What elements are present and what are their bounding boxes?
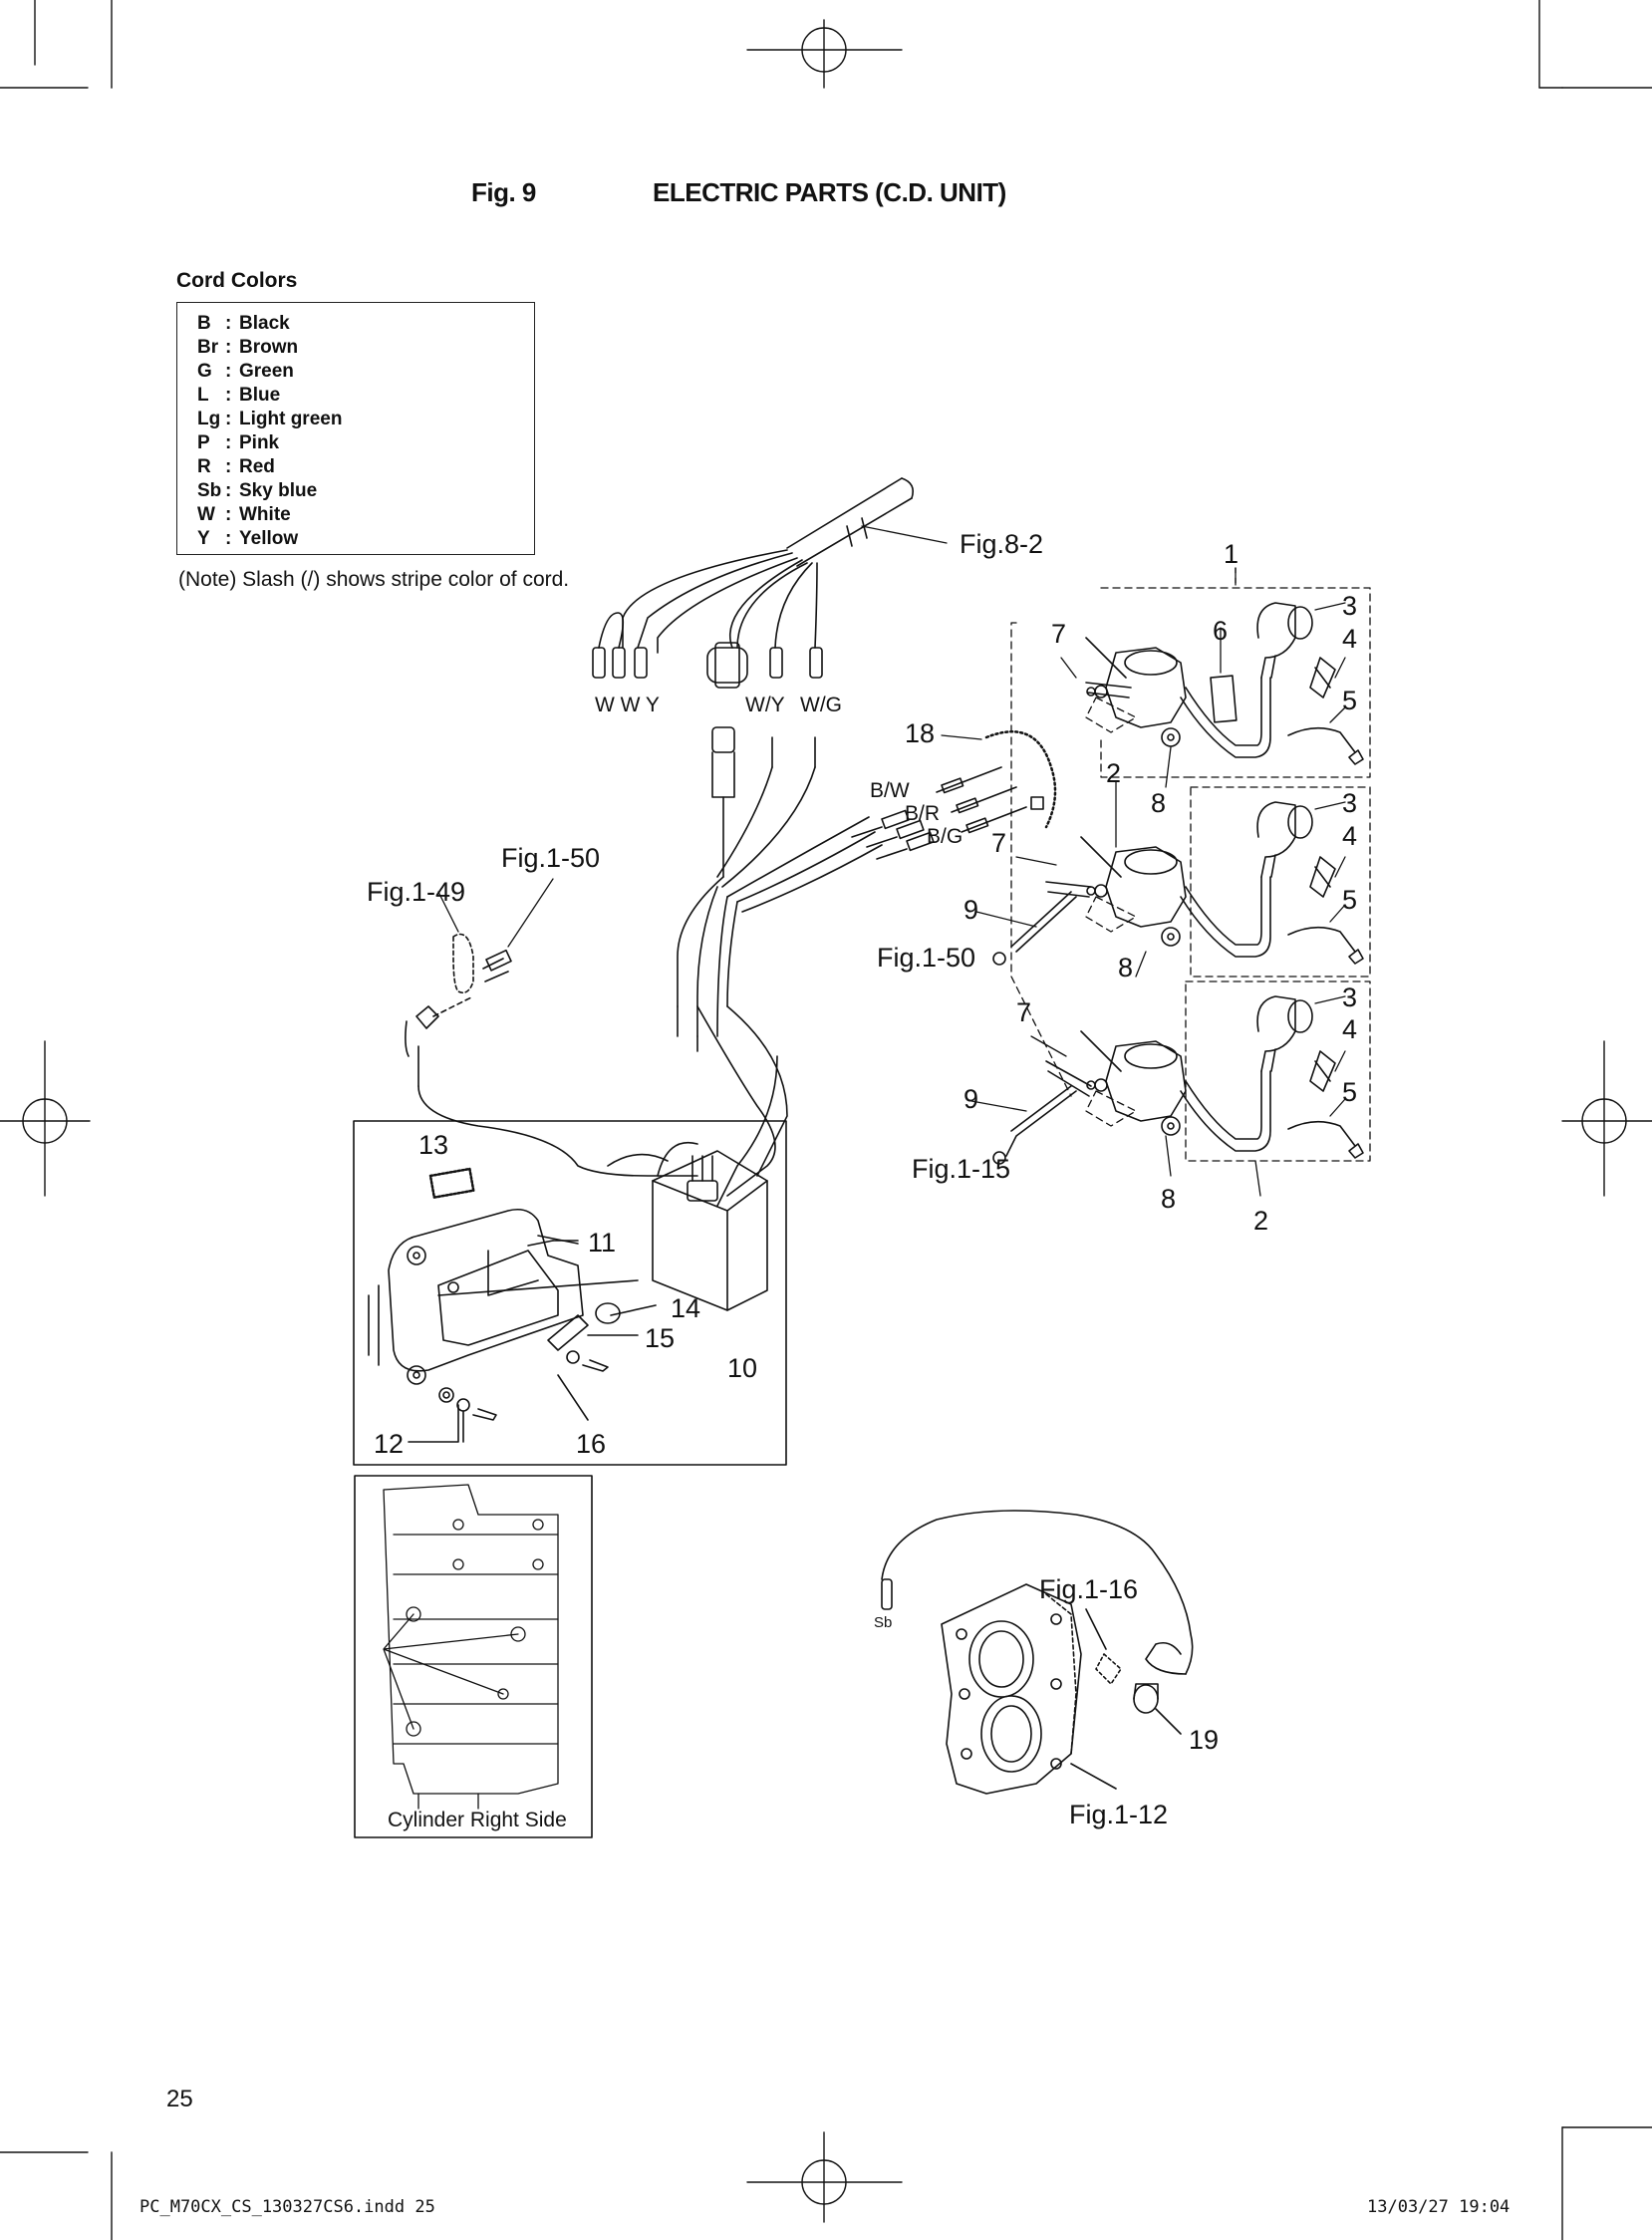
- ignition-coil-1: [1085, 602, 1364, 765]
- figure-title: ELECTRIC PARTS (C.D. UNIT): [653, 177, 1006, 207]
- registration-target-bottom: [746, 2131, 903, 2223]
- wire-clip-18: [984, 730, 1057, 829]
- part-number-18: 18: [905, 718, 936, 748]
- part-number-12: 12: [374, 1429, 405, 1459]
- leader-lines: [437, 525, 1346, 1197]
- cylinder-right-side: [383, 1484, 559, 1810]
- part-number-8: 8: [1151, 788, 1167, 818]
- part-number-8: 8: [1161, 1184, 1177, 1214]
- ignition-coil-2: [992, 801, 1364, 966]
- legend-row: Lg:Light green: [197, 409, 343, 429]
- harness-clip-parts: [405, 933, 512, 1057]
- legend-row: Y:Yellow: [197, 528, 299, 549]
- page-number: 25: [166, 2086, 193, 2112]
- main-harness: [417, 477, 1027, 1207]
- part-number-4: 4: [1342, 624, 1358, 654]
- part-number-4: 4: [1342, 821, 1358, 851]
- wire-label-w-y: W/Y: [745, 694, 785, 716]
- ref-fig-1-49: Fig.1-49: [367, 877, 466, 907]
- part-number-2: 2: [1253, 1206, 1269, 1236]
- part-number-5: 5: [1342, 686, 1358, 715]
- part-number-13: 13: [418, 1130, 449, 1160]
- ref-fig-1-50-mid: Fig.1-50: [877, 943, 976, 973]
- part-number-14: 14: [671, 1293, 701, 1323]
- part-number-15: 15: [645, 1323, 676, 1353]
- part-number-11: 11: [588, 1228, 617, 1258]
- legend-row: B:Black: [197, 313, 290, 334]
- registration-target-top: [746, 19, 903, 89]
- part-number-5: 5: [1342, 1077, 1358, 1107]
- footer-file: PC_M70CX_CS_130327CS6.indd 25: [139, 2197, 435, 2217]
- legend-note: (Note) Slash (/) shows stripe color of c…: [178, 568, 570, 591]
- cdi-unit: [368, 1142, 768, 1443]
- footer-timestamp: 13/03/27 19:04: [1367, 2197, 1511, 2217]
- cylinder-inset-frame: [354, 1475, 593, 1838]
- part-number-9: 9: [964, 1084, 979, 1114]
- legend-row: G:Green: [197, 361, 294, 382]
- part-number-16: 16: [576, 1429, 607, 1459]
- wire-label-b-g: B/G: [927, 825, 964, 848]
- wire-label-b-r: B/R: [905, 802, 941, 825]
- legend-list: B:Black Br:Brown G:Green L:Blue Lg:Light…: [197, 312, 342, 551]
- part-number-6: 6: [1213, 616, 1229, 646]
- part-number-7: 7: [1016, 997, 1032, 1027]
- part-number-7: 7: [991, 828, 1007, 858]
- part-number-9: 9: [964, 895, 979, 925]
- part-number-3: 3: [1342, 788, 1358, 818]
- ref-fig-1-16: Fig.1-16: [1039, 1574, 1139, 1604]
- wire-label-b-w: B/W: [870, 779, 910, 802]
- figure-number: Fig. 9: [471, 177, 536, 207]
- part-number-10: 10: [727, 1353, 758, 1383]
- legend-title: Cord Colors: [176, 269, 298, 292]
- wire-label-w-g: W/G: [800, 694, 842, 716]
- cord-colors-legend: B:Black Br:Brown G:Green L:Blue Lg:Light…: [176, 302, 535, 555]
- part-number-4: 4: [1342, 1014, 1358, 1044]
- wire-label-sb: Sb: [874, 1614, 893, 1631]
- legend-row: P:Pink: [197, 432, 280, 453]
- ignition-coil-3: [992, 995, 1364, 1165]
- inset-caption: Cylinder Right Side: [388, 1809, 567, 1831]
- ref-fig-1-50-top: Fig.1-50: [501, 843, 601, 873]
- legend-row: L:Blue: [197, 385, 281, 406]
- pulser-coil-assembly: [881, 1510, 1194, 1795]
- wire-label-w-w-y: W W Y: [595, 694, 660, 716]
- clip-18: [1030, 796, 1044, 810]
- ref-fig-1-12: Fig.1-12: [1069, 1800, 1169, 1829]
- registration-target-right: [1561, 1040, 1652, 1197]
- legend-row: Sb:Sky blue: [197, 480, 318, 501]
- part-number-3: 3: [1342, 591, 1358, 621]
- legend-row: Br:Brown: [197, 337, 299, 358]
- legend-row: R:Red: [197, 456, 275, 477]
- part-number-7: 7: [1051, 619, 1067, 649]
- legend-row: W:White: [197, 504, 291, 525]
- part-number-2: 2: [1106, 758, 1122, 788]
- registration-target-left: [0, 1040, 91, 1197]
- part-number-5: 5: [1342, 885, 1358, 915]
- coil-assembly-boxes: [1010, 567, 1371, 1162]
- part-number-3: 3: [1342, 982, 1358, 1012]
- ref-fig-1-15: Fig.1-15: [912, 1154, 1011, 1184]
- cdi-unit-frame: [353, 1120, 787, 1466]
- part-number-1: 1: [1224, 539, 1239, 569]
- ref-fig-8-2: Fig.8-2: [960, 529, 1044, 559]
- part-number-19: 19: [1189, 1725, 1220, 1755]
- part-number-8: 8: [1118, 953, 1134, 982]
